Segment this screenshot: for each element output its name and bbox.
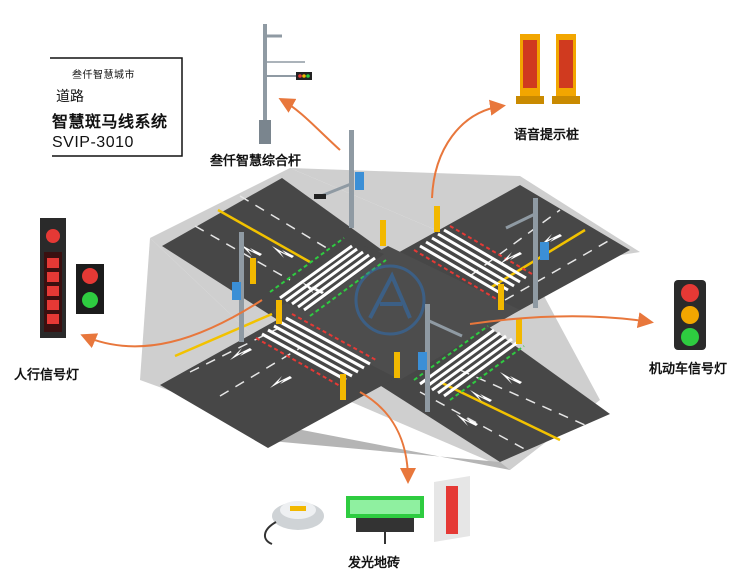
- vehicle-signal-icon: [674, 280, 706, 350]
- smart-pole-west: [232, 232, 244, 342]
- led-strip-icon: [434, 476, 470, 542]
- lane-arrows: [230, 234, 562, 426]
- brand-name: 叁仟智慧城市: [72, 70, 135, 81]
- road-stud-icon: [264, 501, 324, 545]
- smart-pole-north: [314, 130, 364, 228]
- smart-pole-south: [418, 304, 463, 412]
- smart-pole-east: [505, 198, 549, 308]
- zebra-crossing-east: [413, 225, 533, 301]
- title-box-frame: [50, 57, 183, 157]
- voice-posts-on-road: [250, 206, 522, 400]
- led-brick-icon: [346, 496, 424, 544]
- zebra-crossing-west: [255, 313, 377, 387]
- smart-pole-icon: [259, 24, 312, 144]
- pointer-arrows: [80, 98, 654, 484]
- model-number: SVIP-3010: [52, 134, 134, 151]
- label-voice-post: 语音提示桩: [514, 127, 580, 142]
- title-road: 道路: [56, 88, 84, 104]
- system-title: 智慧斑马线系统: [52, 114, 168, 131]
- company-logo-watermark: [354, 264, 426, 336]
- label-pedestrian-signal: 人行信号灯: [14, 367, 80, 382]
- label-vehicle-signal: 机动车信号灯: [649, 361, 728, 376]
- voice-post-icon: [516, 34, 580, 104]
- label-light-brick: 发光地砖: [348, 555, 401, 570]
- pedestrian-signal-icon: [40, 218, 104, 338]
- zebra-crossing-north: [269, 237, 387, 317]
- label-smart-pole: 叁仟智慧综合杆: [210, 153, 302, 168]
